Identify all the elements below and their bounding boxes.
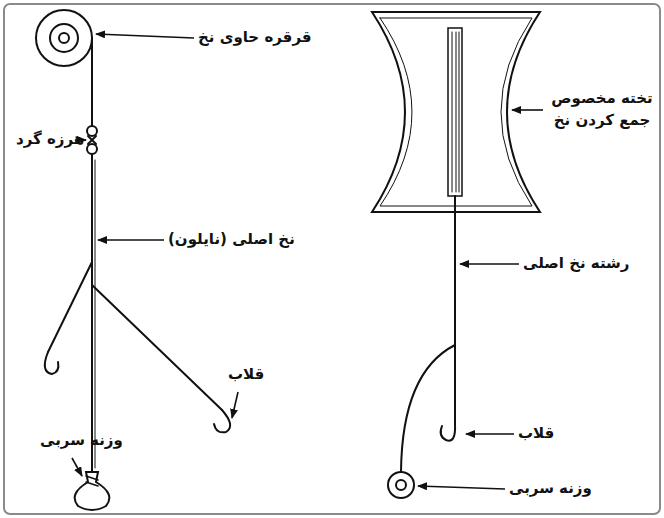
- main-line-label: نخ اصلی (نایلون): [168, 229, 295, 251]
- sinker-label: وزنه سربی: [509, 478, 592, 500]
- hook-label: قلاب: [228, 364, 264, 386]
- reel-label: قرقره حاوی نخ: [198, 27, 312, 49]
- sinker-label: وزنه سربی: [40, 430, 123, 452]
- line-label: رشته نخ اصلی: [523, 253, 629, 275]
- board-label: تخته مخصوص جمع کردن نخ: [548, 88, 656, 132]
- hook-label: قلاب: [518, 423, 554, 445]
- swivel-label: هرزه گرد: [16, 129, 84, 151]
